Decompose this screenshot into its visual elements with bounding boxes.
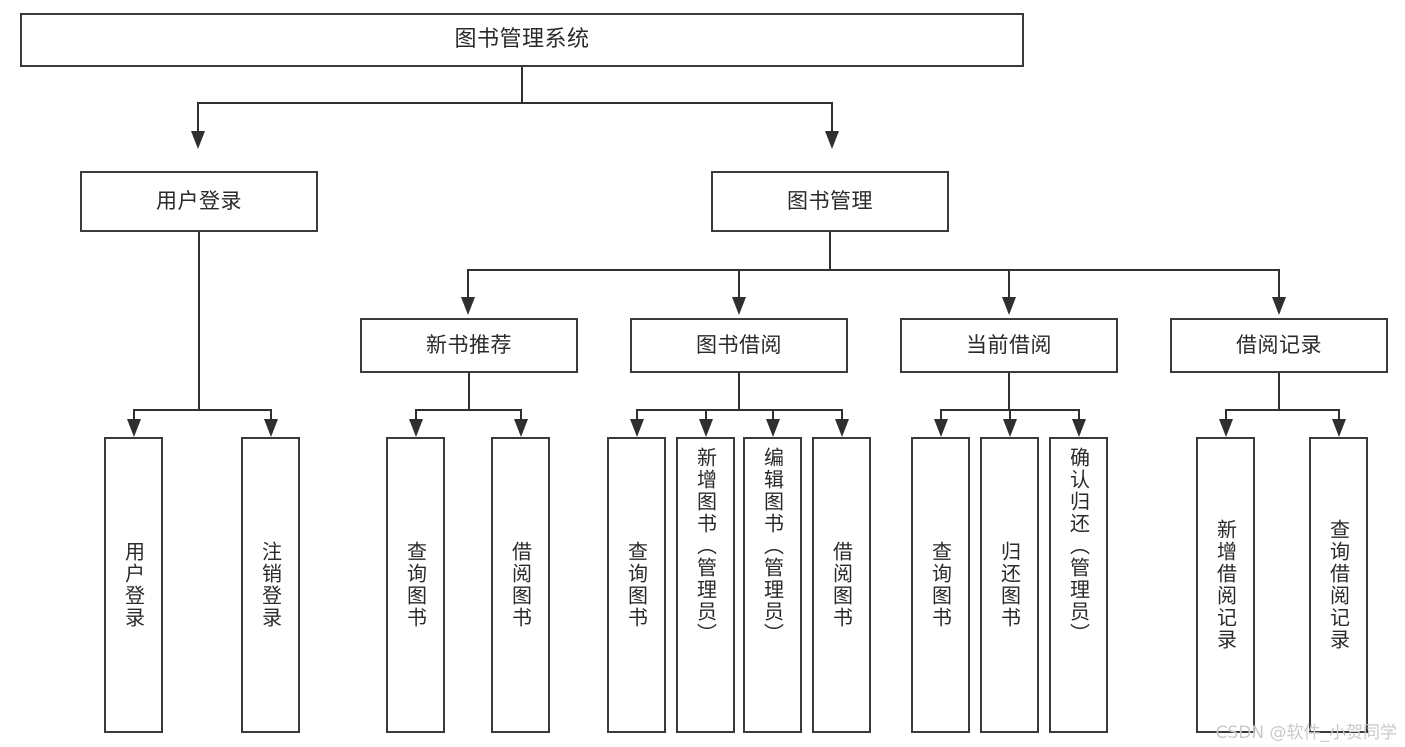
leaf-query-book-borrow[interactable]: 查询图书 <box>607 437 666 733</box>
connector-br-drop-1 <box>1225 409 1227 419</box>
connector-root-stem <box>521 67 523 103</box>
node-label: 图书管理 <box>787 188 873 213</box>
connector-cb-drop-3 <box>1078 409 1080 419</box>
arrow-to-leaf-query-book-1 <box>409 419 423 437</box>
connector-bookborrow-bar <box>637 409 842 411</box>
node-label: 查询图书 <box>403 541 428 629</box>
leaf-edit-book-admin[interactable]: 编辑图书（管理员） <box>743 437 802 733</box>
node-label: 用户登录 <box>156 188 242 213</box>
arrow-to-leaf-return-book <box>1003 419 1017 437</box>
connector-newbook-stem <box>468 373 470 410</box>
arrow-to-leaf-user-logout <box>264 419 278 437</box>
connector-cb-drop-2 <box>1009 409 1011 419</box>
arrow-to-leaf-add-book <box>699 419 713 437</box>
node-label: 查询图书 <box>624 541 649 629</box>
node-borrow-record[interactable]: 借阅记录 <box>1170 318 1388 373</box>
node-label: 用户登录 <box>121 541 146 629</box>
connector-newbook-drop-2 <box>520 409 522 419</box>
connector-currentborrow-stem <box>1008 373 1010 410</box>
leaf-borrow-book-newbook[interactable]: 借阅图书 <box>491 437 550 733</box>
leaf-add-borrow-record[interactable]: 新增借阅记录 <box>1196 437 1255 733</box>
connector-borrowrecord-stem <box>1278 373 1280 410</box>
leaf-query-book-newbook[interactable]: 查询图书 <box>386 437 445 733</box>
connector-userlogin-stem <box>198 232 200 410</box>
connector-bb-drop-4 <box>841 409 843 419</box>
leaf-query-borrow-record[interactable]: 查询借阅记录 <box>1309 437 1368 733</box>
connector-cb-drop-1 <box>940 409 942 419</box>
node-label: 查询图书 <box>928 541 953 629</box>
node-book-borrow[interactable]: 图书借阅 <box>630 318 848 373</box>
node-label: 当前借阅 <box>966 332 1052 357</box>
connector-br-drop-2 <box>1338 409 1340 419</box>
node-user-login[interactable]: 用户登录 <box>80 171 318 232</box>
arrow-to-leaf-query-book-2 <box>630 419 644 437</box>
node-label: 查询借阅记录 <box>1326 519 1351 651</box>
connector-userlogin-bar <box>134 409 271 411</box>
node-label: 图书借阅 <box>696 332 782 357</box>
node-label: 确认归还（管理员） <box>1066 447 1091 645</box>
leaf-user-login[interactable]: 用户登录 <box>104 437 163 733</box>
leaf-add-book-admin[interactable]: 新增图书（管理员） <box>676 437 735 733</box>
node-label: 注销登录 <box>258 541 283 629</box>
connector-bookmanage-stem <box>829 232 831 270</box>
connector-newbook-drop-1 <box>415 409 417 419</box>
connector-l3-drop-2 <box>738 269 740 297</box>
arrow-to-leaf-user-login <box>127 419 141 437</box>
node-root-system[interactable]: 图书管理系统 <box>20 13 1024 67</box>
arrow-to-borrow-record <box>1272 297 1286 315</box>
connector-newbook-bar <box>416 409 521 411</box>
leaf-user-logout[interactable]: 注销登录 <box>241 437 300 733</box>
leaf-query-book-current[interactable]: 查询图书 <box>911 437 970 733</box>
node-label: 图书管理系统 <box>454 26 590 52</box>
node-label: 借阅图书 <box>829 541 854 629</box>
connector-root-drop-left <box>197 102 199 131</box>
connector-bb-drop-2 <box>705 409 707 419</box>
arrow-to-current-borrow <box>1002 297 1016 315</box>
leaf-borrow-book[interactable]: 借阅图书 <box>812 437 871 733</box>
connector-userlogin-drop-1 <box>133 409 135 419</box>
connector-root-drop-right <box>831 102 833 131</box>
connector-bb-drop-3 <box>772 409 774 419</box>
node-label: 归还图书 <box>997 541 1022 629</box>
connector-l3-drop-1 <box>467 269 469 297</box>
arrow-to-user-login <box>191 131 205 149</box>
arrow-to-leaf-add-record <box>1219 419 1233 437</box>
connector-l3-drop-3 <box>1008 269 1010 297</box>
arrow-to-leaf-confirm-return <box>1072 419 1086 437</box>
connector-l3-drop-4 <box>1278 269 1280 297</box>
node-label: 新增借阅记录 <box>1213 519 1238 651</box>
arrow-to-book-manage <box>825 131 839 149</box>
node-label: 借阅图书 <box>508 541 533 629</box>
connector-borrowrecord-bar <box>1226 409 1339 411</box>
node-label: 编辑图书（管理员） <box>760 447 785 645</box>
node-new-book-recommend[interactable]: 新书推荐 <box>360 318 578 373</box>
node-label: 借阅记录 <box>1236 332 1322 357</box>
connector-level3-bar <box>468 269 1279 271</box>
arrow-to-leaf-edit-book <box>766 419 780 437</box>
leaf-confirm-return-admin[interactable]: 确认归还（管理员） <box>1049 437 1108 733</box>
node-label: 新增图书（管理员） <box>693 447 718 645</box>
leaf-return-book[interactable]: 归还图书 <box>980 437 1039 733</box>
arrow-to-leaf-query-book-3 <box>934 419 948 437</box>
csdn-watermark: CSDN @软件_小贺同学 <box>1215 723 1397 743</box>
connector-userlogin-drop-2 <box>270 409 272 419</box>
connector-bookborrow-stem <box>738 373 740 410</box>
arrow-to-new-book-rec <box>461 297 475 315</box>
connector-root-bar <box>198 102 832 104</box>
arrow-to-leaf-borrow-book-2 <box>835 419 849 437</box>
connector-bb-drop-1 <box>636 409 638 419</box>
arrow-to-leaf-query-record <box>1332 419 1346 437</box>
arrow-to-book-borrow <box>732 297 746 315</box>
node-book-management[interactable]: 图书管理 <box>711 171 949 232</box>
node-label: 新书推荐 <box>426 332 512 357</box>
arrow-to-leaf-borrow-book-1 <box>514 419 528 437</box>
node-current-borrow[interactable]: 当前借阅 <box>900 318 1118 373</box>
